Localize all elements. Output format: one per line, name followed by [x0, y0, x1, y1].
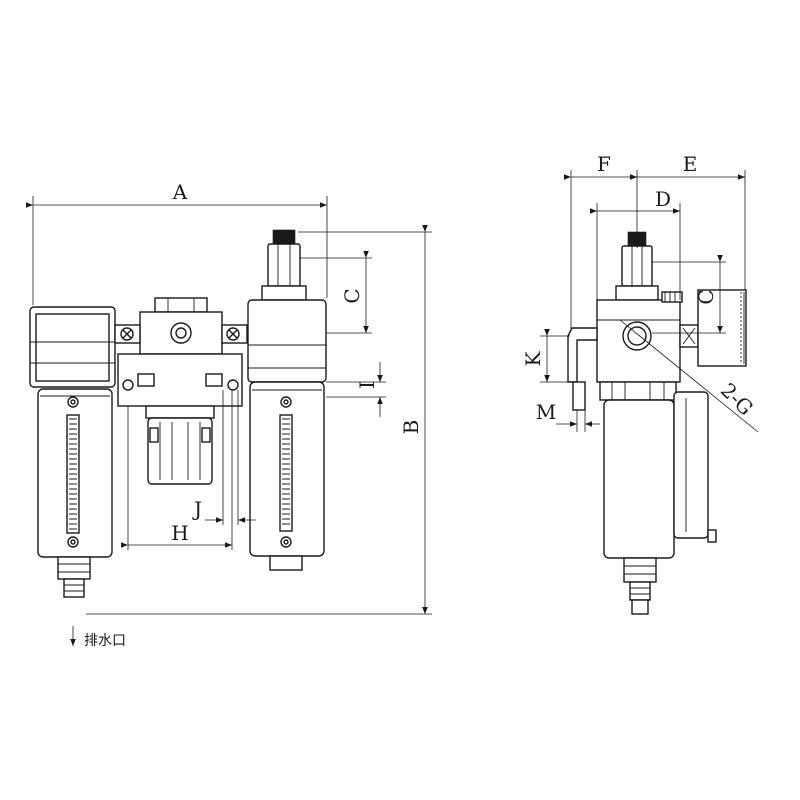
dim-label-c-side: C: [694, 289, 718, 304]
side-view: [540, 170, 759, 615]
front-view: [26, 196, 432, 646]
dim-label-j: J: [192, 497, 202, 521]
dim-label-e: E: [683, 152, 698, 176]
regulator-unit: [114, 297, 248, 485]
dim-label-d: D: [655, 187, 671, 211]
dim-label-h: H: [171, 521, 188, 545]
dim-label-a: A: [172, 180, 188, 204]
dim-label-g: 2-G: [716, 378, 758, 420]
drain-port-note: 排水口: [84, 633, 126, 649]
dim-label-b: B: [399, 420, 423, 435]
side-dimensions: [540, 170, 759, 433]
filter-unit: [29, 306, 116, 598]
dim-label-c-front: C: [340, 288, 364, 303]
front-dimensions: [26, 196, 432, 646]
lubricator-unit: [247, 229, 327, 571]
dim-label-f: F: [597, 152, 611, 176]
dim-label-i: I: [355, 381, 379, 389]
dim-label-m: M: [536, 400, 556, 424]
dim-label-k: K: [521, 350, 545, 366]
